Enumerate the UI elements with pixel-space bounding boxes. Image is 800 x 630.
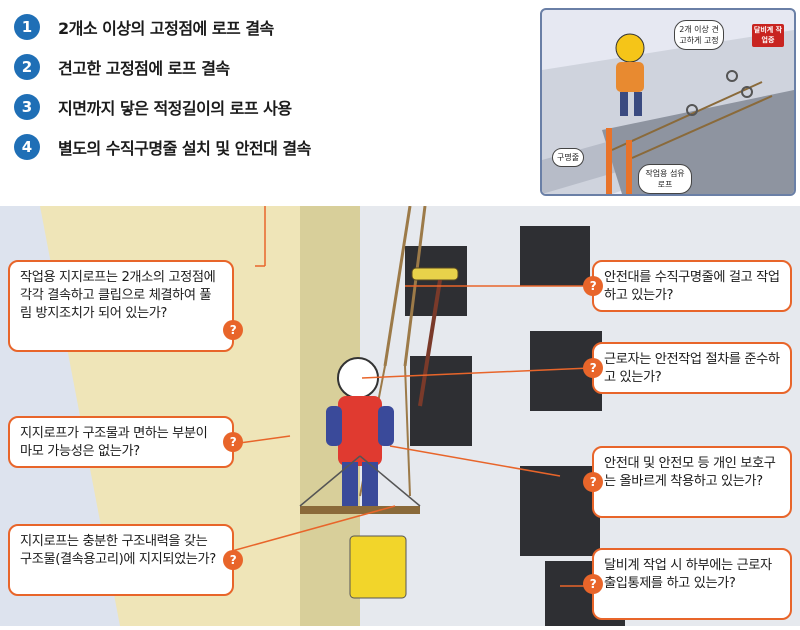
question-icon: ? xyxy=(223,550,243,570)
work-sign: 달비계 작업중 xyxy=(752,24,784,47)
callout-protective-equipment: 안전대 및 안전모 등 개인 보호구는 올바르게 착용하고 있는가? ? xyxy=(583,446,792,518)
question-icon: ? xyxy=(583,574,603,594)
callout-text: 지지로프가 구조물과 면하는 부분이 마모 가능성은 없는가? xyxy=(20,426,208,459)
callout-text: 작업용 지지로프는 2개소의 고정점에 각각 결속하고 클립으로 체결하여 풀림… xyxy=(20,270,216,321)
speech-bubble: 2개 이상 견고하게 고정 xyxy=(674,20,724,50)
step-number: 4 xyxy=(14,134,40,160)
callout-text: 안전대를 수직구명줄에 걸고 작업하고 있는가? xyxy=(604,270,780,303)
callout-text: 근로자는 안전작업 절차를 준수하고 있는가? xyxy=(604,352,780,385)
step-1: 1 2개소 이상의 고정점에 로프 결속 xyxy=(14,14,514,40)
callout-support-rope-anchoring: 작업용 지지로프는 2개소의 고정점에 각각 결속하고 클립으로 체결하여 풀림… xyxy=(8,260,243,352)
callout-safety-procedure: 근로자는 안전작업 절차를 준수하고 있는가? ? xyxy=(583,342,792,394)
step-3: 3 지면까지 닿은 적정길이의 로프 사용 xyxy=(14,94,514,120)
callout-text: 달비계 작업 시 하부에는 근로자 출입통제를 하고 있는가? xyxy=(604,558,772,591)
callout-text: 안전대 및 안전모 등 개인 보호구는 올바르게 착용하고 있는가? xyxy=(604,456,776,489)
question-icon: ? xyxy=(583,276,603,296)
step-text: 별도의 수직구명줄 설치 및 안전대 결속 xyxy=(58,139,311,158)
callout-text: 지지로프는 충분한 구조내력을 갖는 구조물(결속용고리)에 지지되었는가? xyxy=(20,534,216,567)
rope-label: 작업용 섬유로프 xyxy=(638,164,692,194)
question-icon: ? xyxy=(223,320,243,340)
callout-rope-abrasion: 지지로프가 구조물과 면하는 부분이 마모 가능성은 없는가? ? xyxy=(8,416,243,468)
step-number: 1 xyxy=(14,14,40,40)
question-icon: ? xyxy=(583,358,603,378)
rooftop-inset: 2개 이상 견고하게 고정 달비계 작업중 구명줄 작업용 섬유로프 xyxy=(540,8,796,196)
step-text: 지면까지 닿은 적정길이의 로프 사용 xyxy=(58,99,292,118)
step-number: 2 xyxy=(14,54,40,80)
main-scene: 작업용 지지로프는 2개소의 고정점에 각각 결속하고 클립으로 체결하여 풀림… xyxy=(0,205,800,626)
callout-anchor-structure: 지지로프는 충분한 구조내력을 갖는 구조물(결속용고리)에 지지되었는가? ? xyxy=(8,524,243,596)
step-2: 2 견고한 고정점에 로프 결속 xyxy=(14,54,514,80)
steps-list: 1 2개소 이상의 고정점에 로프 결속 2 견고한 고정점에 로프 결속 3 … xyxy=(14,14,514,174)
question-icon: ? xyxy=(223,432,243,452)
step-number: 3 xyxy=(14,94,40,120)
question-icon: ? xyxy=(583,472,603,492)
lifeline-label: 구명줄 xyxy=(552,148,585,167)
step-text: 견고한 고정점에 로프 결속 xyxy=(58,59,230,78)
callout-access-control: 달비계 작업 시 하부에는 근로자 출입통제를 하고 있는가? ? xyxy=(583,548,792,620)
callout-harness-lifeline: 안전대를 수직구명줄에 걸고 작업하고 있는가? ? xyxy=(583,260,792,312)
step-4: 4 별도의 수직구명줄 설치 및 안전대 결속 xyxy=(14,134,514,160)
step-text: 2개소 이상의 고정점에 로프 결속 xyxy=(58,19,274,38)
